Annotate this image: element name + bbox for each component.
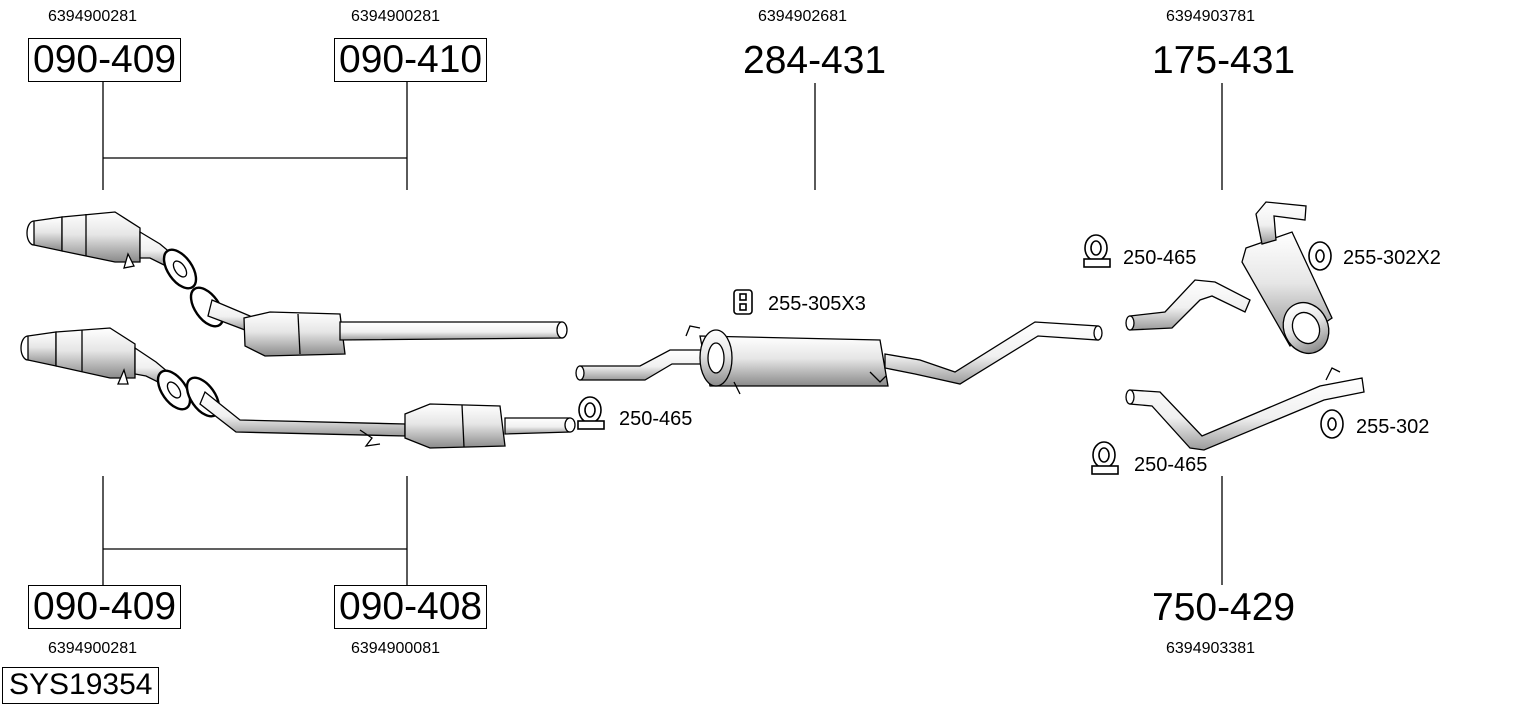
oe-number: 6394902681 xyxy=(758,8,847,25)
catalytic-converter-upper xyxy=(26,211,198,290)
rubber-mount-icon xyxy=(733,289,753,315)
accessory-label: 250-465 xyxy=(1123,247,1197,269)
part-number-label: 090-409 xyxy=(28,38,182,82)
accessory-label: 255-302 xyxy=(1356,416,1430,438)
oe-number: 6394900281 xyxy=(48,8,137,25)
rubber-ring-icon xyxy=(1320,409,1344,439)
leader-lines xyxy=(102,81,1223,585)
part-number-label: 750-429 xyxy=(1152,586,1296,629)
accessory-label: 250-465 xyxy=(1134,454,1208,476)
accessory-label: 250-465 xyxy=(619,408,693,430)
middle-silencer xyxy=(575,321,1103,395)
oe-number: 6394900281 xyxy=(351,8,440,25)
system-id-label: SYS19354 xyxy=(2,667,160,704)
oe-number: 6394900081 xyxy=(351,640,440,657)
part-number-label: 284-431 xyxy=(743,39,887,82)
part-number-label: 175-431 xyxy=(1152,39,1296,82)
catalytic-converter-lower xyxy=(20,327,192,411)
tail-pipe xyxy=(1125,367,1365,451)
rubber-ring-icon xyxy=(1308,241,1332,271)
front-pipe-lower xyxy=(185,376,576,449)
accessory-label: 255-305X3 xyxy=(768,293,866,315)
oe-number: 6394903381 xyxy=(1166,640,1255,657)
accessory-label: 255-302X2 xyxy=(1343,247,1441,269)
clamp-icon xyxy=(577,396,605,430)
part-number-label: 090-409 xyxy=(28,585,182,629)
part-number-label: 090-410 xyxy=(334,38,488,82)
clamp-icon xyxy=(1083,234,1111,268)
part-number-label: 090-408 xyxy=(334,585,488,629)
front-pipe-upper xyxy=(189,286,568,357)
rear-silencer xyxy=(1125,201,1333,354)
oe-number: 6394903781 xyxy=(1166,8,1255,25)
oe-number: 6394900281 xyxy=(48,640,137,657)
clamp-icon xyxy=(1091,441,1119,475)
